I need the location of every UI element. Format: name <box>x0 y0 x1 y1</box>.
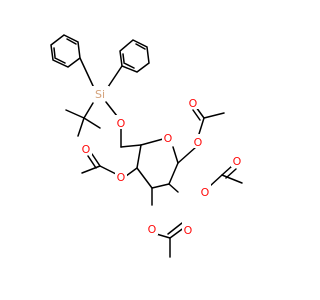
oxygen-c1-ester-label: O <box>194 136 203 149</box>
acetyl-methyl-bond <box>81 165 101 174</box>
bond-o-acyl <box>198 117 205 135</box>
bond-c3-c4 <box>136 167 153 189</box>
oxygen-c4-ester-label: O <box>117 171 126 184</box>
phenyl-ring-a <box>50 34 81 68</box>
bond-si-tbutyl <box>83 102 94 119</box>
bond-ch2-c5 <box>120 144 142 148</box>
oxygen-c3-carbonyl-label: O <box>184 224 193 237</box>
oxygen-c4-carbonyl-label: O <box>82 143 91 156</box>
atom-labels: Si O O O O O O O O O O <box>80 86 243 237</box>
bond-c4-o <box>125 167 138 177</box>
oxygen-c2-ester-label: O <box>201 186 210 199</box>
phenyl-ring-b <box>119 39 150 73</box>
acetyl-methyl-bond <box>203 112 225 119</box>
oxygen-c3-ester-label: O <box>148 223 157 236</box>
bond-c4-c5 <box>136 144 142 169</box>
bond-si-o <box>105 101 118 117</box>
bond-o-ring-c1 <box>172 146 179 164</box>
molecule-diagram: Si O O O O O O O O O O <box>50 34 243 258</box>
bond-c2-o <box>168 183 179 193</box>
bond-si-phenyl-a <box>79 57 95 89</box>
silicon-atom-label: Si <box>95 88 105 101</box>
aromatic-bond <box>54 57 66 64</box>
oxygen-c1-carbonyl-label: O <box>189 97 198 110</box>
bond-c1-o <box>177 146 197 164</box>
acetyl-methyl-bond <box>221 174 243 184</box>
bond-c5-o-ring <box>140 138 164 146</box>
bond-o-acyl <box>209 174 223 187</box>
bonds <box>50 34 243 258</box>
tbutyl-methyl-bond <box>77 117 85 137</box>
aromatic-bond <box>122 53 125 63</box>
bond-c1-c2 <box>168 162 179 185</box>
tbutyl-methyl-bond <box>65 109 85 119</box>
bond-o-acyl <box>99 165 117 175</box>
oxygen-c2-carbonyl-label: O <box>233 155 242 168</box>
aromatic-bond <box>123 62 135 69</box>
aromatic-bond <box>135 43 146 50</box>
aromatic-bond <box>53 47 56 58</box>
carbonyl-double-bond <box>167 222 183 235</box>
aromatic-bond <box>66 38 77 45</box>
carbonyl-double-bond <box>192 109 201 121</box>
bond-c2-c3 <box>151 183 170 189</box>
oxygen-ring-label: O <box>164 132 173 145</box>
oxygen-c6-label: O <box>117 117 126 130</box>
carbonyl-double-bond <box>221 165 233 176</box>
carbonyl-double-bond <box>87 155 97 169</box>
carbonyl-double-bond <box>91 153 101 167</box>
tbutyl-methyl-bond <box>83 117 101 129</box>
